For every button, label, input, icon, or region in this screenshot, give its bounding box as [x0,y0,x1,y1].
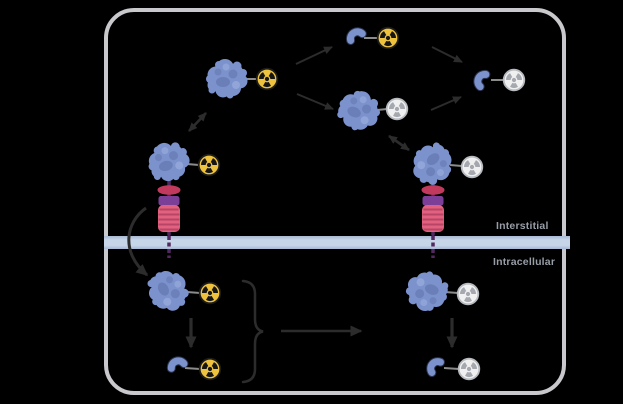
arrow-metabolism-decayed [430,96,462,111]
equilibrium-arrow-right [388,134,410,152]
protein-fragment-decayed [476,74,489,87]
intracellular-label: Intracellular [493,256,556,268]
protein-blob-bound-decayed [403,135,461,193]
equilibrium-arrow-left [188,112,207,132]
arrow-decay-free [296,93,334,110]
protein-blob-free-active [206,59,248,99]
radiation-decayed-icon [457,283,479,305]
radiation-active-icon [377,27,399,49]
radiation-decayed-icon [503,69,525,91]
interstitial-label: Interstitial [496,220,549,232]
radiation-decayed-icon [386,98,408,120]
radiation-active-icon [256,68,278,90]
radiation-active-icon [199,282,221,304]
arrow-decay-fragment [431,46,463,63]
pathway-arrows [127,46,463,384]
protein-blob-internalized-decayed [400,265,454,317]
protein-blob-bound-active [143,137,194,187]
radiation-decayed-icon [458,358,480,380]
protein-fragment-internalized-active [171,359,185,373]
grouping-brace [241,279,264,384]
protein-blob-internalized-active [140,262,196,319]
arrow-metabolism-active [295,46,333,65]
radiation-active-icon [198,154,220,176]
protein-fragment-internalized-decayed [430,361,441,372]
radiation-decayed-icon [461,156,483,178]
protein-fragment-active [350,30,363,43]
protein-blob-free-decayed [331,83,387,138]
radiation-active-icon [199,358,221,380]
internalization-arrow [127,206,149,277]
cell-membrane [104,236,570,249]
cell-outline [104,8,566,395]
